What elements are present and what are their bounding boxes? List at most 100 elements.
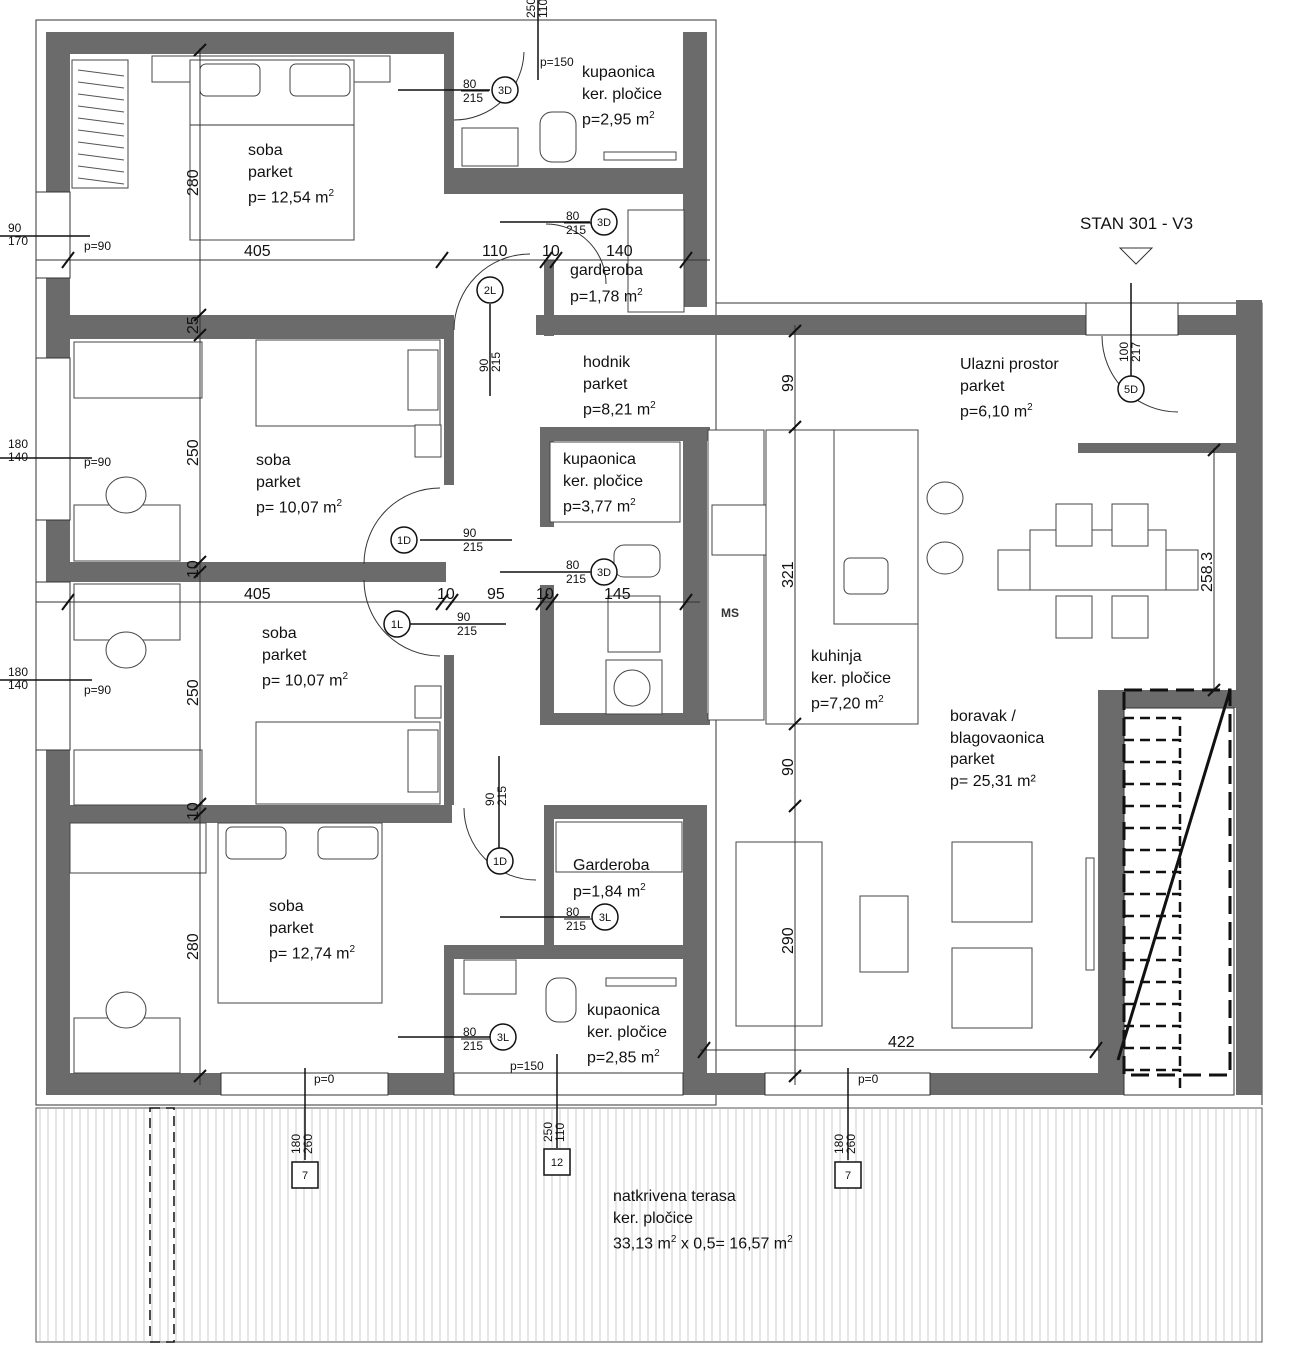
area-exponent-2: 2: [787, 1234, 793, 1245]
room-text: ker. pločice: [582, 85, 663, 103]
door-width: 180: [289, 1134, 303, 1154]
door-tag-shape: [590, 208, 618, 236]
sill-height-label: p=90: [84, 239, 111, 253]
dimension-label: 95: [487, 586, 505, 603]
walls: [46, 32, 1262, 1095]
door-height: 215: [566, 223, 586, 237]
area-value: p=2,95 m: [582, 111, 650, 129]
door-width: 80: [566, 209, 580, 223]
door-width: 100: [1117, 342, 1131, 362]
room-text: parket: [269, 919, 314, 937]
area-exponent: 2: [630, 497, 636, 508]
room-text: ker. pločice: [811, 669, 892, 687]
door-width: 90: [457, 610, 471, 624]
area-exponent: 2: [637, 286, 643, 298]
room-label-kup3: kupaonica ker. pločice p=2,85 m2: [587, 1000, 667, 1069]
door-width: 80: [566, 905, 580, 919]
area-exponent: 2: [649, 110, 655, 121]
door-height: 260: [301, 1134, 315, 1154]
dimension-label: 250: [185, 439, 202, 466]
room-area: p= 10,07 m2: [256, 493, 342, 519]
room-text: parket: [950, 751, 995, 768]
dimension-label: 280: [185, 933, 202, 960]
area-value: p=3,77 m: [563, 498, 631, 516]
room-area: p= 12,74 m2: [269, 939, 355, 965]
door-height: 215: [463, 91, 483, 105]
area-value: p= 25,31 m²: [950, 772, 1036, 790]
entrance-marker: [1118, 247, 1154, 265]
dimension-label: 110: [482, 243, 508, 260]
windows: [35, 191, 1179, 1096]
area-value: p=6,10 m: [960, 403, 1028, 421]
microwave-label: MS: [721, 606, 739, 620]
sill-height-label: p=150: [540, 55, 574, 69]
room-area: p=3,77 m2: [563, 492, 643, 518]
room-area: p=2,85 m2: [587, 1043, 667, 1069]
door-tag-label: 3D: [498, 85, 512, 97]
room-text: parket: [262, 646, 307, 664]
area-value: p=1,84 m: [573, 882, 641, 900]
door-height: 215: [463, 1039, 483, 1053]
area-value: p=1,78 m: [570, 287, 638, 305]
sill-height-label: p=90: [84, 683, 111, 697]
dimension-label: 10: [185, 802, 202, 820]
room-area: p= 25,31 m²: [950, 771, 1044, 793]
door-tag-shape: [383, 610, 411, 638]
room-text: Ulazni prostor: [960, 356, 1059, 373]
room-area: p=8,21 m2: [583, 395, 656, 421]
room-text: ker. pločice: [587, 1023, 668, 1041]
door-height: 215: [566, 919, 586, 933]
door-tag-shape: [489, 1023, 517, 1051]
area-exponent: 2: [328, 188, 335, 199]
door-tag-label: 1D: [493, 856, 507, 868]
room-text: parket: [256, 473, 301, 491]
area-value: p= 10,07 m: [262, 672, 343, 690]
window-width: 180: [8, 437, 28, 451]
dimension-label: 25: [185, 316, 202, 334]
dimension-label: 250: [185, 679, 202, 706]
area-value: p=2,85 m: [587, 1049, 655, 1067]
door-height: 215: [463, 540, 483, 554]
dimension-label: 321: [780, 561, 797, 588]
area-exponent: 2: [640, 881, 646, 893]
door-tag-label: 7: [302, 1170, 308, 1182]
door-swings: [363, 51, 1179, 881]
room-text: soba: [248, 142, 283, 159]
room-text: soba: [256, 452, 291, 469]
door-height: 215: [457, 624, 477, 638]
room-area: p=1,78 m2: [570, 282, 643, 308]
terrace-deck: [35, 1107, 1263, 1343]
door-height: 215: [489, 352, 503, 372]
window-width: 180: [8, 665, 28, 679]
area-exponent: 2: [654, 1048, 660, 1059]
room-label-soba2: soba parket p= 10,07 m2: [256, 450, 342, 519]
window-width: 90: [8, 221, 22, 235]
door-tag-label: 5D: [1124, 384, 1138, 396]
window-height: 140: [8, 678, 28, 692]
door-tag-shape: [591, 903, 619, 931]
room-text: soba: [269, 898, 304, 915]
door-width: 80: [463, 77, 477, 91]
room-text: garderoba: [570, 262, 643, 279]
dimension-label: 258.3: [1199, 552, 1216, 592]
door-width: 250: [541, 1122, 555, 1142]
area-exponent: 2: [670, 1234, 677, 1245]
room-area: p=2,95 m2: [582, 105, 662, 131]
room-text: kupaonica: [587, 1002, 660, 1019]
door-tag-label: 3D: [597, 567, 611, 579]
room-text: parket: [248, 163, 293, 181]
room-area: 33,13 m2 x 0,5= 16,57 m2: [613, 1229, 793, 1255]
door-tag-label: 12: [551, 1157, 563, 1169]
room-text: soba: [262, 625, 297, 642]
door-height: 215: [566, 572, 586, 586]
dimension-label: 10: [536, 586, 554, 603]
area-value-2: x 0,5= 16,57 m: [676, 1235, 788, 1253]
door-width: 80: [463, 1025, 477, 1039]
